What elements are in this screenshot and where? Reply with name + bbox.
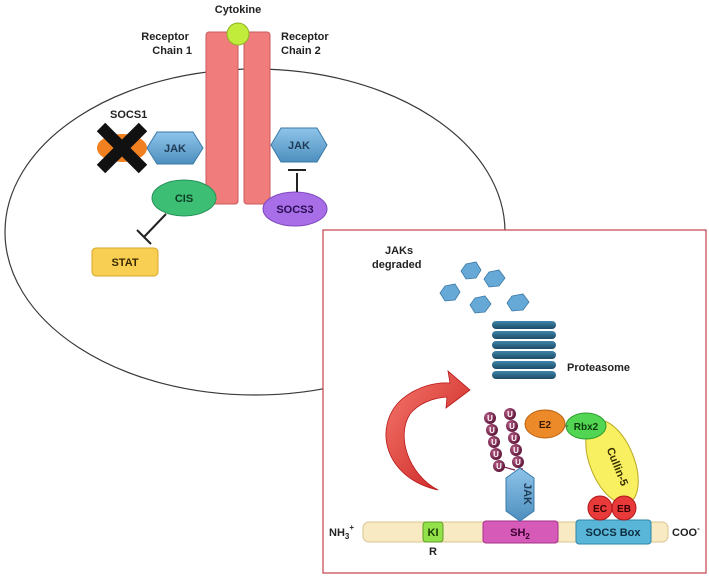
coo-terminus: COO- bbox=[672, 524, 700, 539]
e2-oval bbox=[524, 409, 566, 439]
degradation-arrow-icon bbox=[385, 369, 471, 491]
proteasome-label: Proteasome bbox=[567, 362, 630, 374]
ubiquitin-chain-right bbox=[504, 408, 524, 468]
ubiquitin-chain-left bbox=[484, 412, 505, 472]
jak-right bbox=[270, 127, 328, 163]
ubiquitin-label: U bbox=[491, 438, 497, 447]
jak-fragment-3 bbox=[439, 283, 461, 302]
jak-fragment-4 bbox=[469, 295, 492, 314]
ubiquitin-label: U bbox=[515, 458, 521, 467]
e2-label: E2 bbox=[539, 420, 552, 431]
ubiquitin-label: U bbox=[513, 446, 519, 455]
cytokine-label: Cytokine bbox=[215, 4, 261, 16]
ubiquitin-label: U bbox=[489, 426, 495, 435]
socs1-cross-icon bbox=[96, 122, 148, 174]
jak-bound-label: JAK bbox=[521, 483, 533, 505]
socs3-inhibition bbox=[288, 169, 306, 192]
kir-domain bbox=[422, 521, 444, 543]
jak-fragment-5 bbox=[506, 293, 530, 312]
jaks-degraded-label: JAKs degraded bbox=[372, 245, 422, 271]
ubiquitin-label: U bbox=[493, 450, 499, 459]
stat-box bbox=[91, 247, 159, 277]
socs1-label: SOCS1 bbox=[110, 109, 147, 121]
nh3-terminus: NH3+ bbox=[329, 523, 354, 541]
cis-oval bbox=[151, 179, 217, 217]
receptor2-label: Receptor Chain 2 bbox=[281, 31, 332, 57]
kir-label: KI bbox=[428, 527, 439, 539]
ec-label: EC bbox=[593, 504, 607, 515]
ubiquitin-label: U bbox=[496, 462, 502, 471]
receptor-chain-2 bbox=[243, 31, 271, 205]
jak-right-label: JAK bbox=[288, 140, 310, 152]
jak-fragment-1 bbox=[460, 261, 482, 280]
ubiquitin-label: U bbox=[507, 410, 513, 419]
cis-inhibition bbox=[136, 213, 167, 245]
kir-label-r: R bbox=[429, 546, 437, 558]
jak-bound bbox=[505, 467, 535, 522]
rbx2-label: Rbx2 bbox=[574, 422, 599, 433]
ubiquitin-label: U bbox=[511, 434, 517, 443]
ubiquitin-label: U bbox=[509, 422, 515, 431]
jak-fragment-2 bbox=[483, 269, 506, 288]
eb-label: EB bbox=[617, 504, 631, 515]
socs3-label: SOCS3 bbox=[276, 204, 313, 216]
socs-box-domain bbox=[575, 519, 652, 545]
proteasome-stack bbox=[492, 321, 556, 379]
eb-circle bbox=[611, 495, 637, 521]
socs-box-label: SOCS Box bbox=[585, 527, 641, 539]
socs3-oval bbox=[262, 191, 328, 227]
stat-label: STAT bbox=[111, 257, 138, 269]
receptor-chain-1 bbox=[205, 31, 239, 205]
ubiquitin-label: U bbox=[487, 414, 493, 423]
cytokine-ball bbox=[226, 22, 250, 46]
receptor1-label: Receptor Chain 1 bbox=[141, 31, 192, 57]
jak-left-label: JAK bbox=[164, 143, 186, 155]
sh2-label: SH2 bbox=[510, 527, 530, 541]
cis-label: CIS bbox=[175, 193, 193, 205]
jak-left bbox=[146, 131, 204, 165]
